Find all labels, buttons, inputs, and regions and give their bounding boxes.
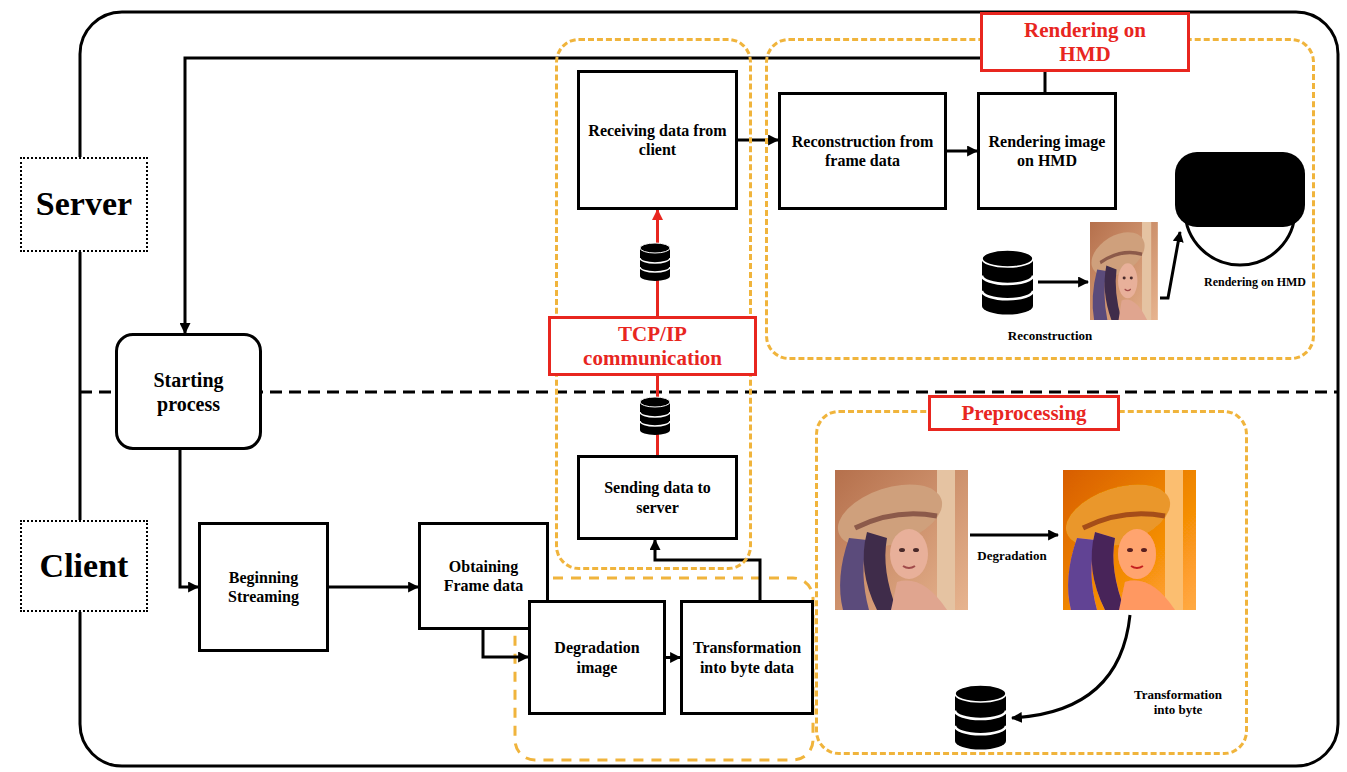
original-image bbox=[830, 470, 968, 610]
role-box: Client bbox=[20, 520, 148, 612]
flow-arrow bbox=[738, 139, 778, 142]
database-icon bbox=[640, 243, 670, 281]
group-heading: Rendering on HMD bbox=[1001, 18, 1169, 66]
group-heading: Preprocessing bbox=[961, 401, 1086, 425]
hmd-band bbox=[1175, 152, 1305, 227]
start-box: Starting process bbox=[115, 333, 262, 450]
group-outline bbox=[515, 578, 813, 760]
group-heading-badge: TCP/IP communication bbox=[548, 316, 757, 376]
reconstructed-image bbox=[1087, 222, 1157, 320]
label-holder: Transformation into byte bbox=[1123, 688, 1233, 718]
database-icon bbox=[982, 250, 1033, 315]
box-label: Transformation into byte data bbox=[689, 638, 805, 676]
database-icon bbox=[955, 685, 1006, 750]
flow-arrow bbox=[1012, 615, 1130, 718]
flow-arrow bbox=[483, 630, 528, 657]
box-label: Beginning Streaming bbox=[207, 568, 320, 606]
flow-arrow bbox=[655, 540, 760, 600]
group-region: TCP/IP communication Receiving data from … bbox=[555, 38, 752, 570]
divider-line bbox=[80, 391, 1338, 394]
image-caption: Reconstruction bbox=[1008, 329, 1093, 344]
degraded-image bbox=[1058, 470, 1196, 610]
group-heading-badge: Preprocessing bbox=[928, 395, 1120, 431]
process-box: Transformation into byte data bbox=[680, 600, 814, 715]
image-caption: Rendering on HMD bbox=[1204, 276, 1306, 290]
box-label: Degradation image bbox=[537, 638, 657, 676]
process-box: Sending data to server bbox=[577, 455, 738, 540]
step-caption: Transformation into byte bbox=[1123, 688, 1233, 718]
process-box: Reconstruction from frame data bbox=[778, 92, 947, 210]
box-label: Server bbox=[36, 184, 132, 225]
outer-frame bbox=[80, 12, 1338, 766]
flow-arrow bbox=[666, 656, 680, 659]
group-region: Rendering on HMD Reconstruction from fram… bbox=[765, 38, 1315, 360]
flow-arrow bbox=[970, 534, 1058, 537]
box-label: Obtaining Frame data bbox=[427, 557, 540, 595]
box-label: Sending data to server bbox=[586, 478, 729, 516]
step-caption: Degradation bbox=[977, 549, 1046, 564]
flow-arrow bbox=[329, 586, 418, 589]
role-box: Server bbox=[20, 157, 148, 252]
flow-arrow bbox=[180, 450, 198, 587]
database-icon bbox=[640, 397, 670, 435]
box-label: Receiving data from client bbox=[586, 121, 729, 159]
flow-arrow bbox=[1038, 281, 1088, 284]
group-heading: TCP/IP communication bbox=[569, 322, 736, 370]
box-label: Reconstruction from frame data bbox=[787, 132, 938, 170]
label-holder: Reconstruction bbox=[1008, 326, 1093, 344]
process-box: Beginning Streaming bbox=[198, 522, 329, 652]
group-heading-badge: Rendering on HMD bbox=[980, 12, 1190, 72]
process-box: Receiving data from client bbox=[577, 70, 738, 210]
label-holder: Degradation bbox=[977, 546, 1046, 564]
flow-arrow bbox=[1160, 232, 1180, 298]
degraded-image bbox=[1058, 470, 1196, 610]
flow-arrow bbox=[185, 58, 1045, 333]
process-box: Degradation image bbox=[528, 600, 666, 715]
label-holder: Rendering on HMD bbox=[1204, 272, 1306, 290]
box-label: Rendering image on HMD bbox=[986, 132, 1108, 170]
box-label: Client bbox=[40, 546, 129, 587]
flow-arrow bbox=[947, 150, 977, 153]
box-label: Starting process bbox=[124, 368, 253, 416]
process-box: Rendering image on HMD bbox=[977, 92, 1117, 210]
